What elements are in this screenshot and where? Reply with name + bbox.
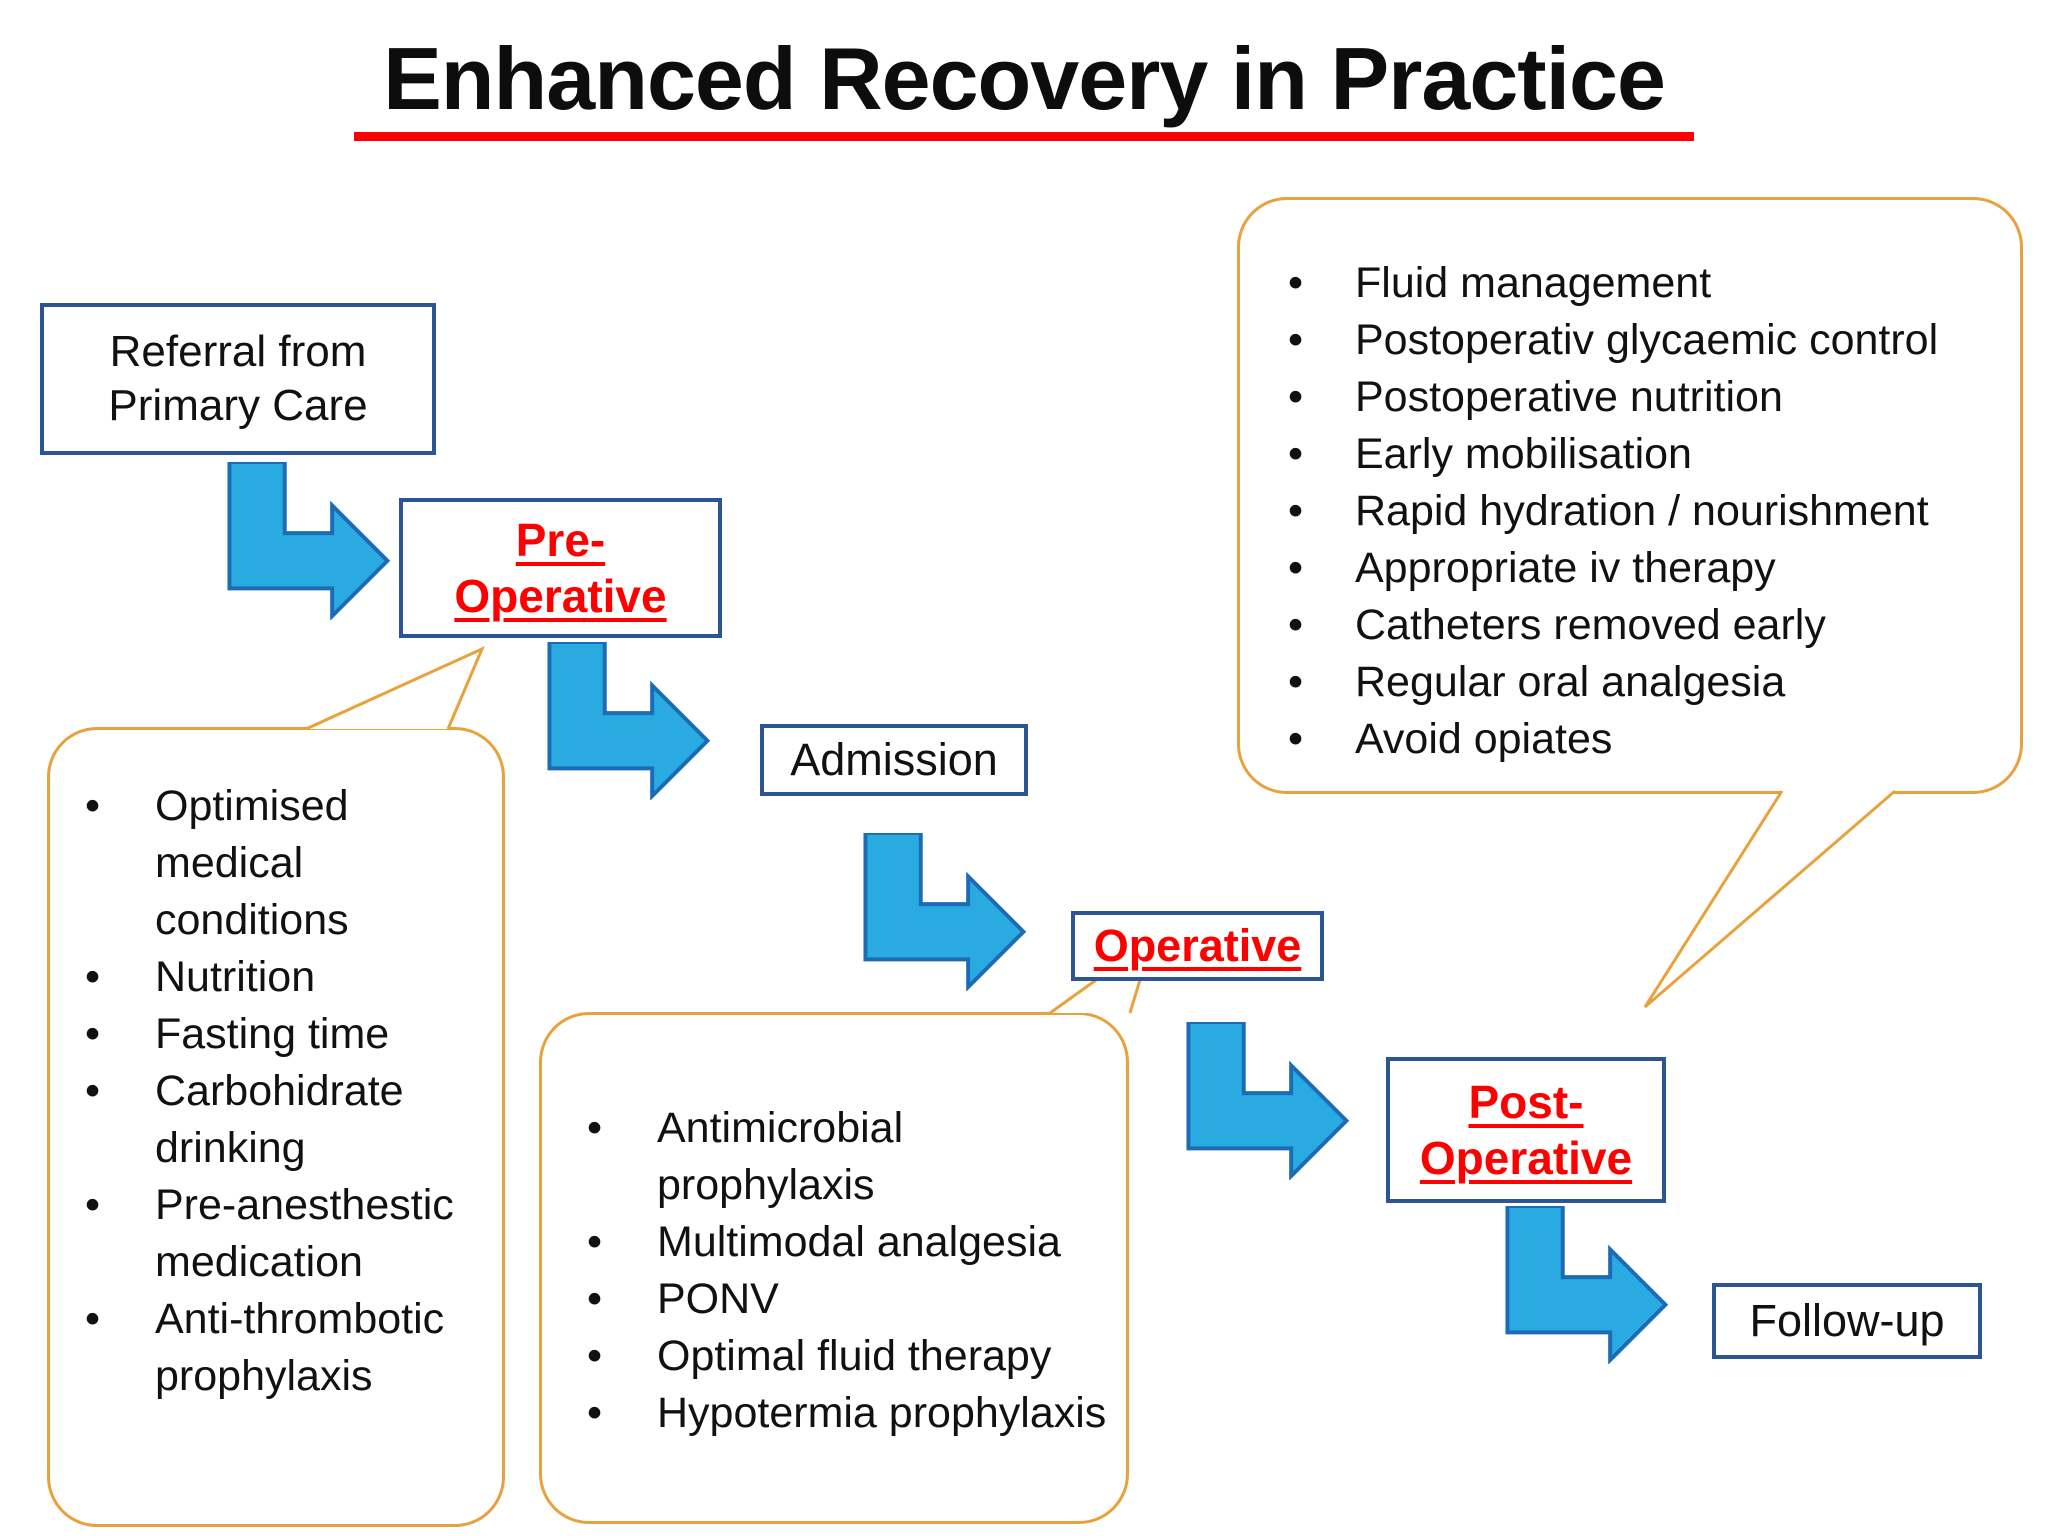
operative-callout-list: Antimicrobial prophylaxis Multimodal ana… <box>542 1015 1126 1442</box>
callout-item: Anti-thrombotic prophylaxis <box>50 1291 479 1405</box>
arrow-admission-to-operative <box>863 833 1027 991</box>
callout-item: Antimicrobial prophylaxis <box>542 1100 1108 1214</box>
stage-operative: Operative <box>1071 911 1324 981</box>
stage-admission: Admission <box>760 724 1028 796</box>
post-operative-callout-tail <box>1643 789 1896 1009</box>
callout-item: Catheters removed early <box>1240 597 2002 654</box>
callout-item: PONV <box>542 1271 1108 1328</box>
page-title: Enhanced Recovery in Practice <box>383 29 1666 128</box>
callout-item: Optimised medical conditions <box>50 778 479 949</box>
pre-operative-callout-tail <box>305 646 485 731</box>
post-operative-callout-list: Fluid management Postoperativ glycaemic … <box>1240 200 2020 768</box>
callout-item: Early mobilisation <box>1240 426 2002 483</box>
callout-item: Postoperativ glycaemic control <box>1240 312 2002 369</box>
callout-item: Nutrition <box>50 949 479 1006</box>
callout-item: Avoid opiates <box>1240 711 2002 768</box>
arrow-postoperative-to-followup <box>1505 1206 1669 1364</box>
callout-item: Fluid management <box>1240 255 2002 312</box>
callout-item: Optimal fluid therapy <box>542 1328 1108 1385</box>
callout-item: Rapid hydration / nourishment <box>1240 483 2002 540</box>
callout-item: Pre-anesthestic medication <box>50 1177 479 1291</box>
title-block: Enhanced Recovery in Practice <box>0 28 2048 141</box>
operative-callout: Antimicrobial prophylaxis Multimodal ana… <box>539 1012 1129 1524</box>
arrow-referral-to-preoperative <box>227 462 391 620</box>
callout-item: Multimodal analgesia <box>542 1214 1108 1271</box>
post-operative-callout: Fluid management Postoperativ glycaemic … <box>1237 197 2023 794</box>
title-underline <box>354 132 1694 141</box>
stage-referral: Referral from Primary Care <box>40 303 436 455</box>
pre-operative-callout-list: Optimised medical conditions Nutrition F… <box>50 730 502 1405</box>
pre-operative-callout: Optimised medical conditions Nutrition F… <box>47 727 505 1527</box>
stage-follow-up: Follow-up <box>1712 1283 1982 1359</box>
callout-item: Postoperative nutrition <box>1240 369 2002 426</box>
callout-item: Fasting time <box>50 1006 479 1063</box>
callout-item: Regular oral analgesia <box>1240 654 2002 711</box>
stage-post-operative: Post- Operative <box>1386 1057 1666 1203</box>
callout-item: Hypotermia prophylaxis <box>542 1385 1108 1442</box>
callout-item: Appropriate iv therapy <box>1240 540 2002 597</box>
arrow-preoperative-to-admission <box>547 642 711 800</box>
callout-item: Carbohidrate drinking <box>50 1063 479 1177</box>
stage-pre-operative: Pre- Operative <box>399 498 722 638</box>
arrow-operative-to-postoperative <box>1186 1022 1350 1180</box>
